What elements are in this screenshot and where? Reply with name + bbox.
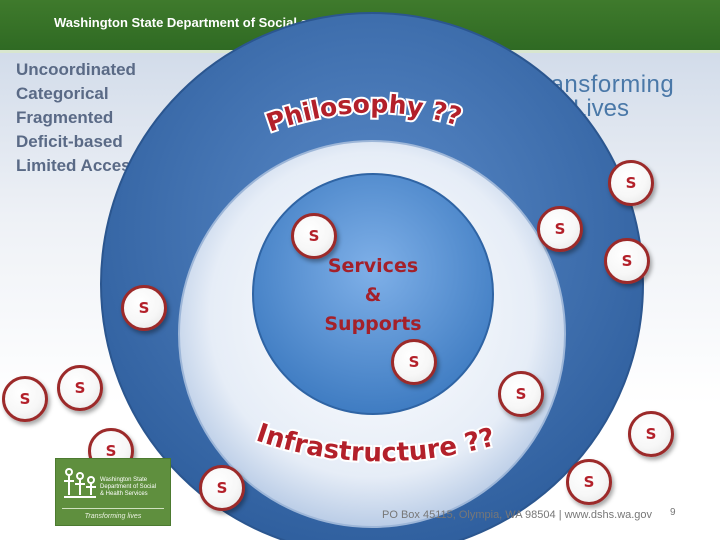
s-badge: S — [391, 339, 437, 385]
footer-contact: PO Box 45115, Olympia, WA 98504 | www.ds… — [382, 509, 653, 521]
s-badge: S — [57, 365, 103, 411]
logo-agency-line: Washington State — [100, 477, 148, 483]
problem-list: Uncoordinated Categorical Fragmented Def… — [16, 58, 140, 178]
s-badge: S — [608, 160, 654, 206]
family-icon — [64, 468, 96, 498]
inner-label-line: Supports — [324, 313, 422, 335]
inner-circle-label: Services & Supports — [300, 252, 446, 339]
s-badge: S — [291, 213, 337, 259]
problem-item: Categorical — [16, 84, 109, 103]
s-badge: S — [566, 459, 612, 505]
outer-circle-label: Philosophy ?? — [263, 89, 465, 137]
s-badge: S — [199, 465, 245, 511]
dshs-logo: Washington State Department of Social & … — [55, 458, 171, 526]
logo-agency-name: Washington State Department of Social & … — [100, 477, 166, 498]
s-badge: S — [628, 411, 674, 457]
problem-item: Uncoordinated — [16, 60, 136, 79]
logo-agency-line: Department of Social — [100, 484, 157, 490]
logo-divider — [62, 508, 164, 509]
logo-agency-line: & Health Services — [100, 491, 148, 497]
inner-label-line: Services — [327, 255, 419, 277]
problem-item: Limited Access — [16, 156, 141, 175]
problem-item: Deficit-based — [16, 132, 123, 151]
s-badge: S — [498, 371, 544, 417]
page-number: 9 — [670, 507, 676, 518]
s-badge: S — [121, 285, 167, 331]
s-badge: S — [2, 376, 48, 422]
s-badge: S — [604, 238, 650, 284]
logo-tagline: Transforming lives — [84, 513, 142, 520]
problem-item: Fragmented — [16, 108, 114, 127]
s-badge: S — [537, 206, 583, 252]
inner-label-line: & — [364, 284, 382, 306]
